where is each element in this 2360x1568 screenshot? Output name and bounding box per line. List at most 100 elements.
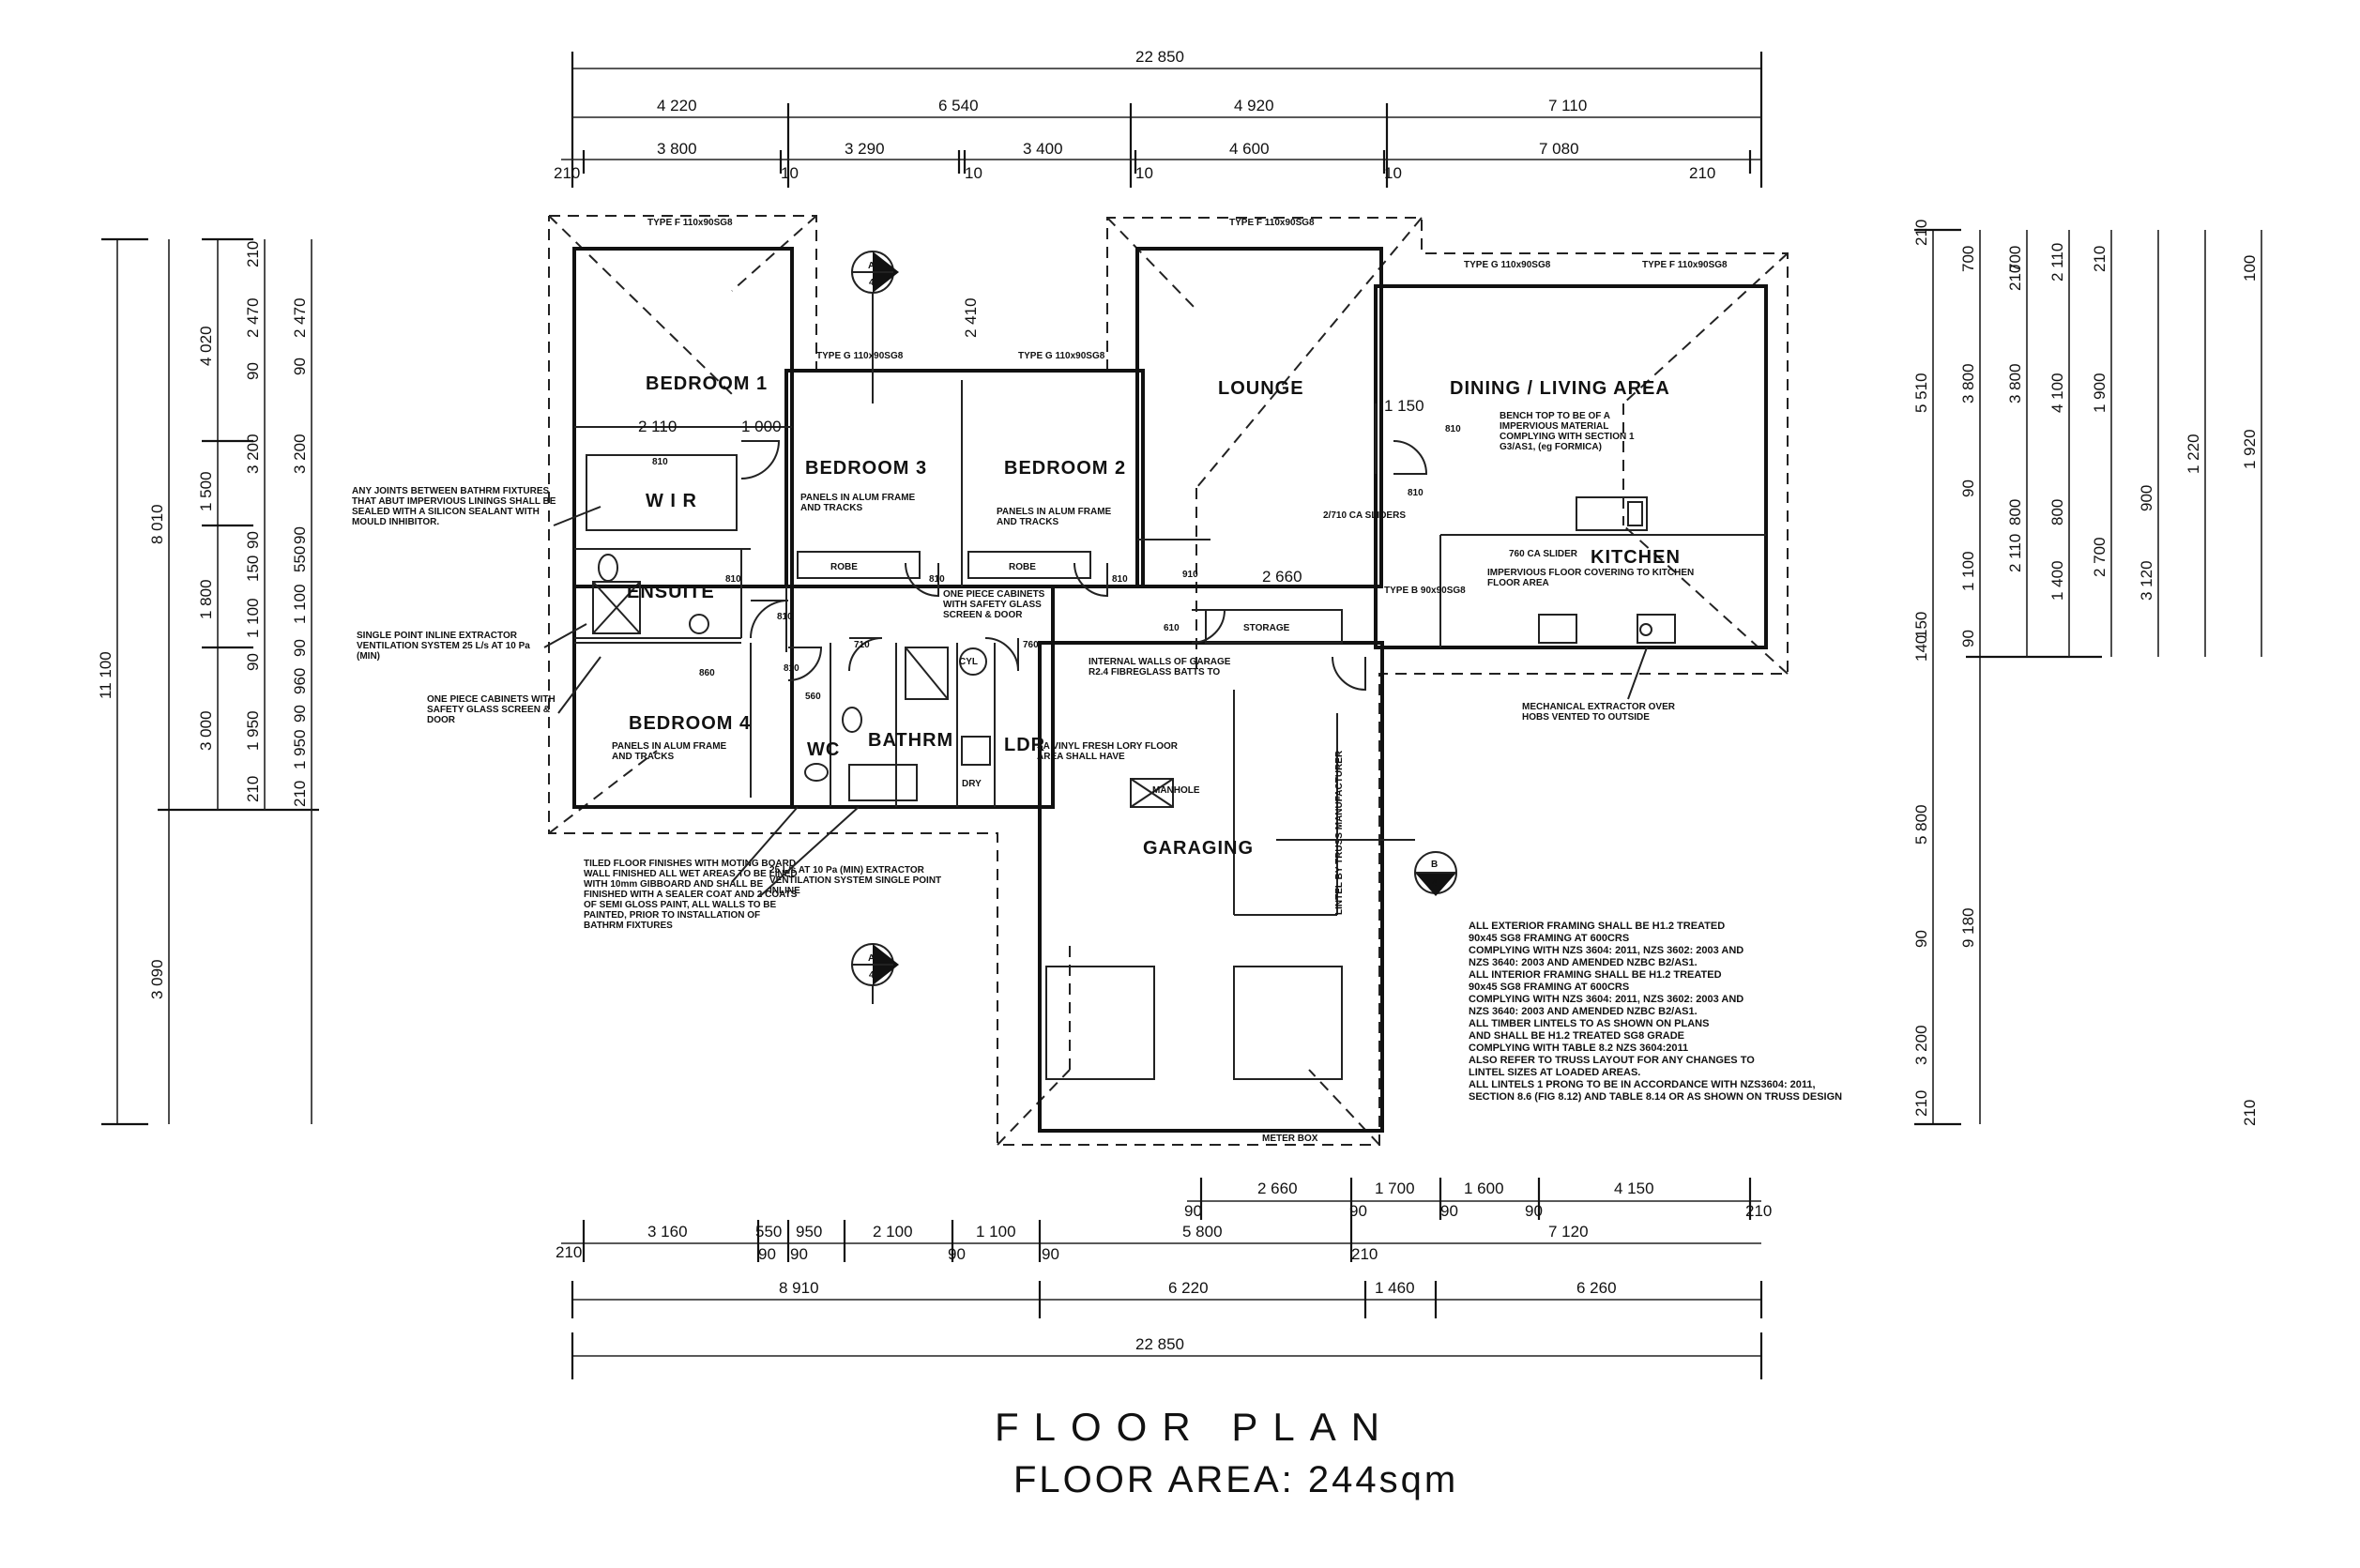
left-col5-1: 90 [291, 358, 309, 375]
top-row3-6: 10 [1135, 164, 1153, 182]
bot2-7: 90 [948, 1245, 966, 1263]
left-col4-6: 1 100 [244, 598, 262, 638]
room-label-bedroom3: BEDROOM 3 [805, 458, 927, 479]
left-col5-3: 90 [291, 526, 309, 544]
left-col4-3: 3 200 [244, 434, 262, 474]
tiled-note: TILED FLOOR FINISHES WITH MOTING BOARD W… [584, 859, 798, 931]
bot1-3: 1 700 [1375, 1180, 1415, 1197]
right-col5-3: 1 220 [2185, 434, 2202, 474]
section-marker-b: B 4 [1276, 839, 1457, 896]
spec-notes: ALL EXTERIOR FRAMING SHALL BE H1.2 TREAT… [1469, 921, 1842, 1103]
section-a-sheet: 4 [869, 278, 875, 288]
right-col1-1: 5 510 [1912, 373, 1930, 413]
door-swing-icon [1073, 562, 1108, 598]
top-row3-7: 4 600 [1229, 140, 1270, 158]
lintel-note: LINTEL BY TRUSS MANUFACTURER [1334, 750, 1345, 915]
section-marker-a-top: A 4 [851, 251, 899, 403]
bottom-dimensions: 90 2 660 90 1 700 90 1 600 90 4 150 210 … [556, 1178, 1772, 1379]
room-label-kitchen: KITCHEN [1591, 547, 1681, 568]
left-col4-2: 90 [244, 362, 262, 380]
plan-title: FLOOR PLAN [995, 1405, 1394, 1449]
room-label-bedroom1: BEDROOM 1 [646, 373, 768, 394]
section-a2-letter: A [868, 953, 875, 964]
spec-note-line: COMPLYING WITH NZS 3604: 2011, NZS 3602:… [1469, 994, 1743, 1005]
impervious-note: IMPERVIOUS FLOOR COVERING TO KITCHEN FLO… [1487, 568, 1695, 588]
left-col5-10: 210 [291, 781, 309, 807]
one-piece-note-1: ONE PIECE CABINETS WITH SAFETY GLASS SCR… [427, 694, 556, 725]
sink-icon [689, 614, 709, 634]
dim-1150: 1 150 [1384, 397, 1424, 415]
leader-lines [543, 506, 1648, 897]
section-marker-a-bottom: A 4 [851, 943, 899, 1004]
bench-note: BENCH TOP TO BE OF A IMPERVIOUS MATERIAL… [1500, 411, 1635, 452]
left-col3-2: 1 800 [197, 579, 215, 619]
eaves-outline [548, 215, 1789, 1146]
right-col1-5: 90 [1912, 930, 1930, 948]
door-swing-icon [905, 562, 939, 598]
door-560: 560 [805, 692, 821, 702]
right-col5-0: 2 700 [2091, 537, 2109, 577]
toilet-icon [842, 707, 862, 733]
right-col5-1: 900 [2138, 485, 2155, 511]
bot1-0: 90 [1184, 1202, 1202, 1220]
right-col1-8: 210 [2241, 1100, 2259, 1126]
dim-2410: 2 410 [962, 297, 980, 338]
notes: BENCH TOP TO BE OF A IMPERVIOUS MATERIAL… [352, 411, 1842, 1103]
left-dimensions: 11 100 8 010 3 090 4 020 1 500 1 800 3 0… [97, 237, 319, 1126]
left-col5-4: 550 [291, 546, 309, 572]
bot1-8: 210 [1745, 1202, 1772, 1220]
top-row3-3: 3 290 [845, 140, 885, 158]
left-col5-0: 2 470 [291, 297, 309, 338]
internal-walls-note: INTERNAL WALLS OF GARAGE R2.4 FIBREGLASS… [1089, 657, 1231, 677]
panels-note-3: PANELS IN ALUM FRAME AND TRACKS [612, 741, 727, 762]
right-col5-4: 1 920 [2241, 429, 2259, 469]
spec-note-line: COMPLYING WITH TABLE 8.2 NZS 3604:2011 [1469, 1043, 1688, 1054]
door-810-3: 810 [777, 612, 793, 622]
one-piece-note-2: ONE PIECE CABINETS WITH SAFETY GLASS SCR… [943, 589, 1045, 620]
room-label-manhole: MANHOLE [1152, 785, 1200, 796]
bot1-1: 2 660 [1257, 1180, 1298, 1197]
bot2-9: 90 [1042, 1245, 1059, 1263]
room-label-robe1: ROBE [830, 562, 858, 572]
spec-note-line: ALL INTERIOR FRAMING SHALL BE H1.2 TREAT… [1469, 969, 1722, 981]
right-dimensions: 210 5 510 150 140 5 800 90 3 200 210 9 1… [1912, 220, 2262, 1126]
spec-note-line: ALSO REFER TO TRUSS LAYOUT FOR ANY CHANG… [1469, 1055, 1755, 1066]
left-col4-9: 210 [244, 776, 262, 802]
spec-note-line: ALL EXTERIOR FRAMING SHALL BE H1.2 TREAT… [1469, 921, 1725, 932]
right-col4-1: 800 [2048, 499, 2066, 525]
left-col4-0: 210 [244, 241, 262, 267]
lintel-type-g-2: TYPE G 110x90SG8 [1018, 351, 1105, 361]
top-row3-10: 210 [1689, 164, 1715, 182]
door-swings [740, 440, 1428, 692]
internal-walls [574, 380, 1766, 1080]
lintel-type-b: TYPE B 90x90SG8 [1384, 586, 1466, 596]
spec-note-line: 90x45 SG8 FRAMING AT 600CRS [1469, 933, 1629, 944]
panels-note-2: PANELS IN ALUM FRAME AND TRACKS [997, 507, 1112, 527]
sink-icon [1639, 623, 1652, 636]
left-col5-6: 90 [291, 639, 309, 657]
door-swing-icon [848, 637, 883, 672]
top-row3-2: 10 [781, 164, 799, 182]
room-label-dry: DRY [962, 779, 982, 789]
section-a2-sheet: 4 [869, 970, 875, 981]
room-label-lounge: LOUNGE [1218, 378, 1304, 399]
floor-area: FLOOR AREA: 244sqm [1013, 1459, 1458, 1500]
bot3-1: 6 220 [1168, 1279, 1209, 1297]
right-col1-6: 3 200 [1912, 1025, 1930, 1065]
top-row3-8: 10 [1384, 164, 1402, 182]
spec-note-line: NZS 3640: 2003 AND AMENDED NZBC B2/AS1. [1469, 1006, 1698, 1017]
door-swing-icon [740, 440, 781, 480]
bathrm-joints-note: ANY JOINTS BETWEEN BATHRM FIXTURES THAT … [352, 486, 556, 527]
spec-note-line: LINTEL SIZES AT LOADED AREAS. [1469, 1067, 1640, 1078]
door-810-1: 810 [652, 457, 668, 467]
door-710: 710 [854, 640, 870, 650]
left-col5-9: 1 950 [291, 729, 309, 769]
left-col4-8: 1 950 [244, 710, 262, 751]
right-col2-2: 90 [1959, 480, 1977, 497]
room-label-bathrm: BATHRM [868, 730, 953, 751]
bot1-2: 90 [1349, 1202, 1367, 1220]
bot2-0: 210 [556, 1243, 582, 1261]
room-label-bedroom4: BEDROOM 4 [629, 713, 751, 734]
spec-note-line: AND SHALL BE H1.2 TREATED SG8 GRADE [1469, 1030, 1684, 1042]
